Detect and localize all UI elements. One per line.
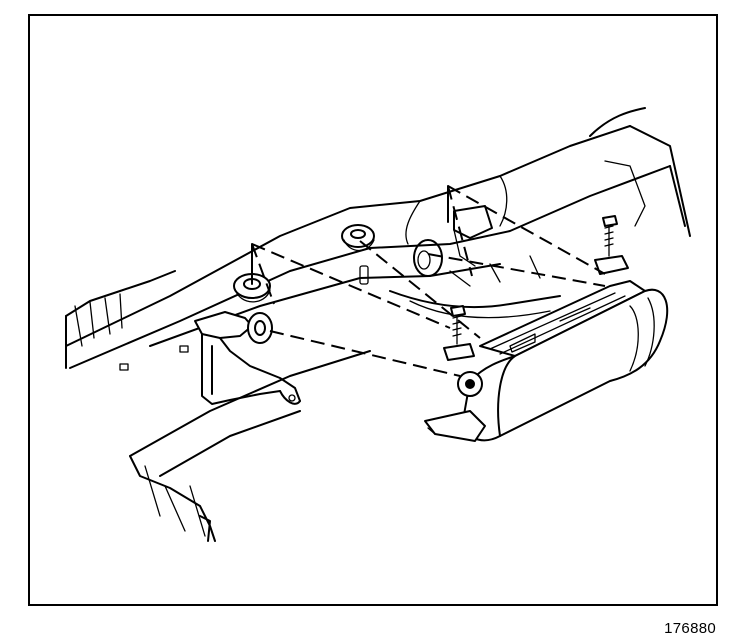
muffler-assembly [424,280,669,442]
rubber-insulator-left [233,273,271,303]
lower-crossmember [129,350,371,542]
bolt-left [443,305,475,361]
bolt-right [594,215,629,275]
upper-mount-bracket [453,205,493,267]
hanger-bracket [194,311,301,405]
alignment-lines [251,185,606,377]
exhaust-component-mounting-diagram [65,107,691,542]
figure-number: 176880 [664,620,716,637]
illustration-frame [28,14,718,606]
rubber-insulator-right [341,224,375,252]
isolator-hook-front [247,312,273,344]
